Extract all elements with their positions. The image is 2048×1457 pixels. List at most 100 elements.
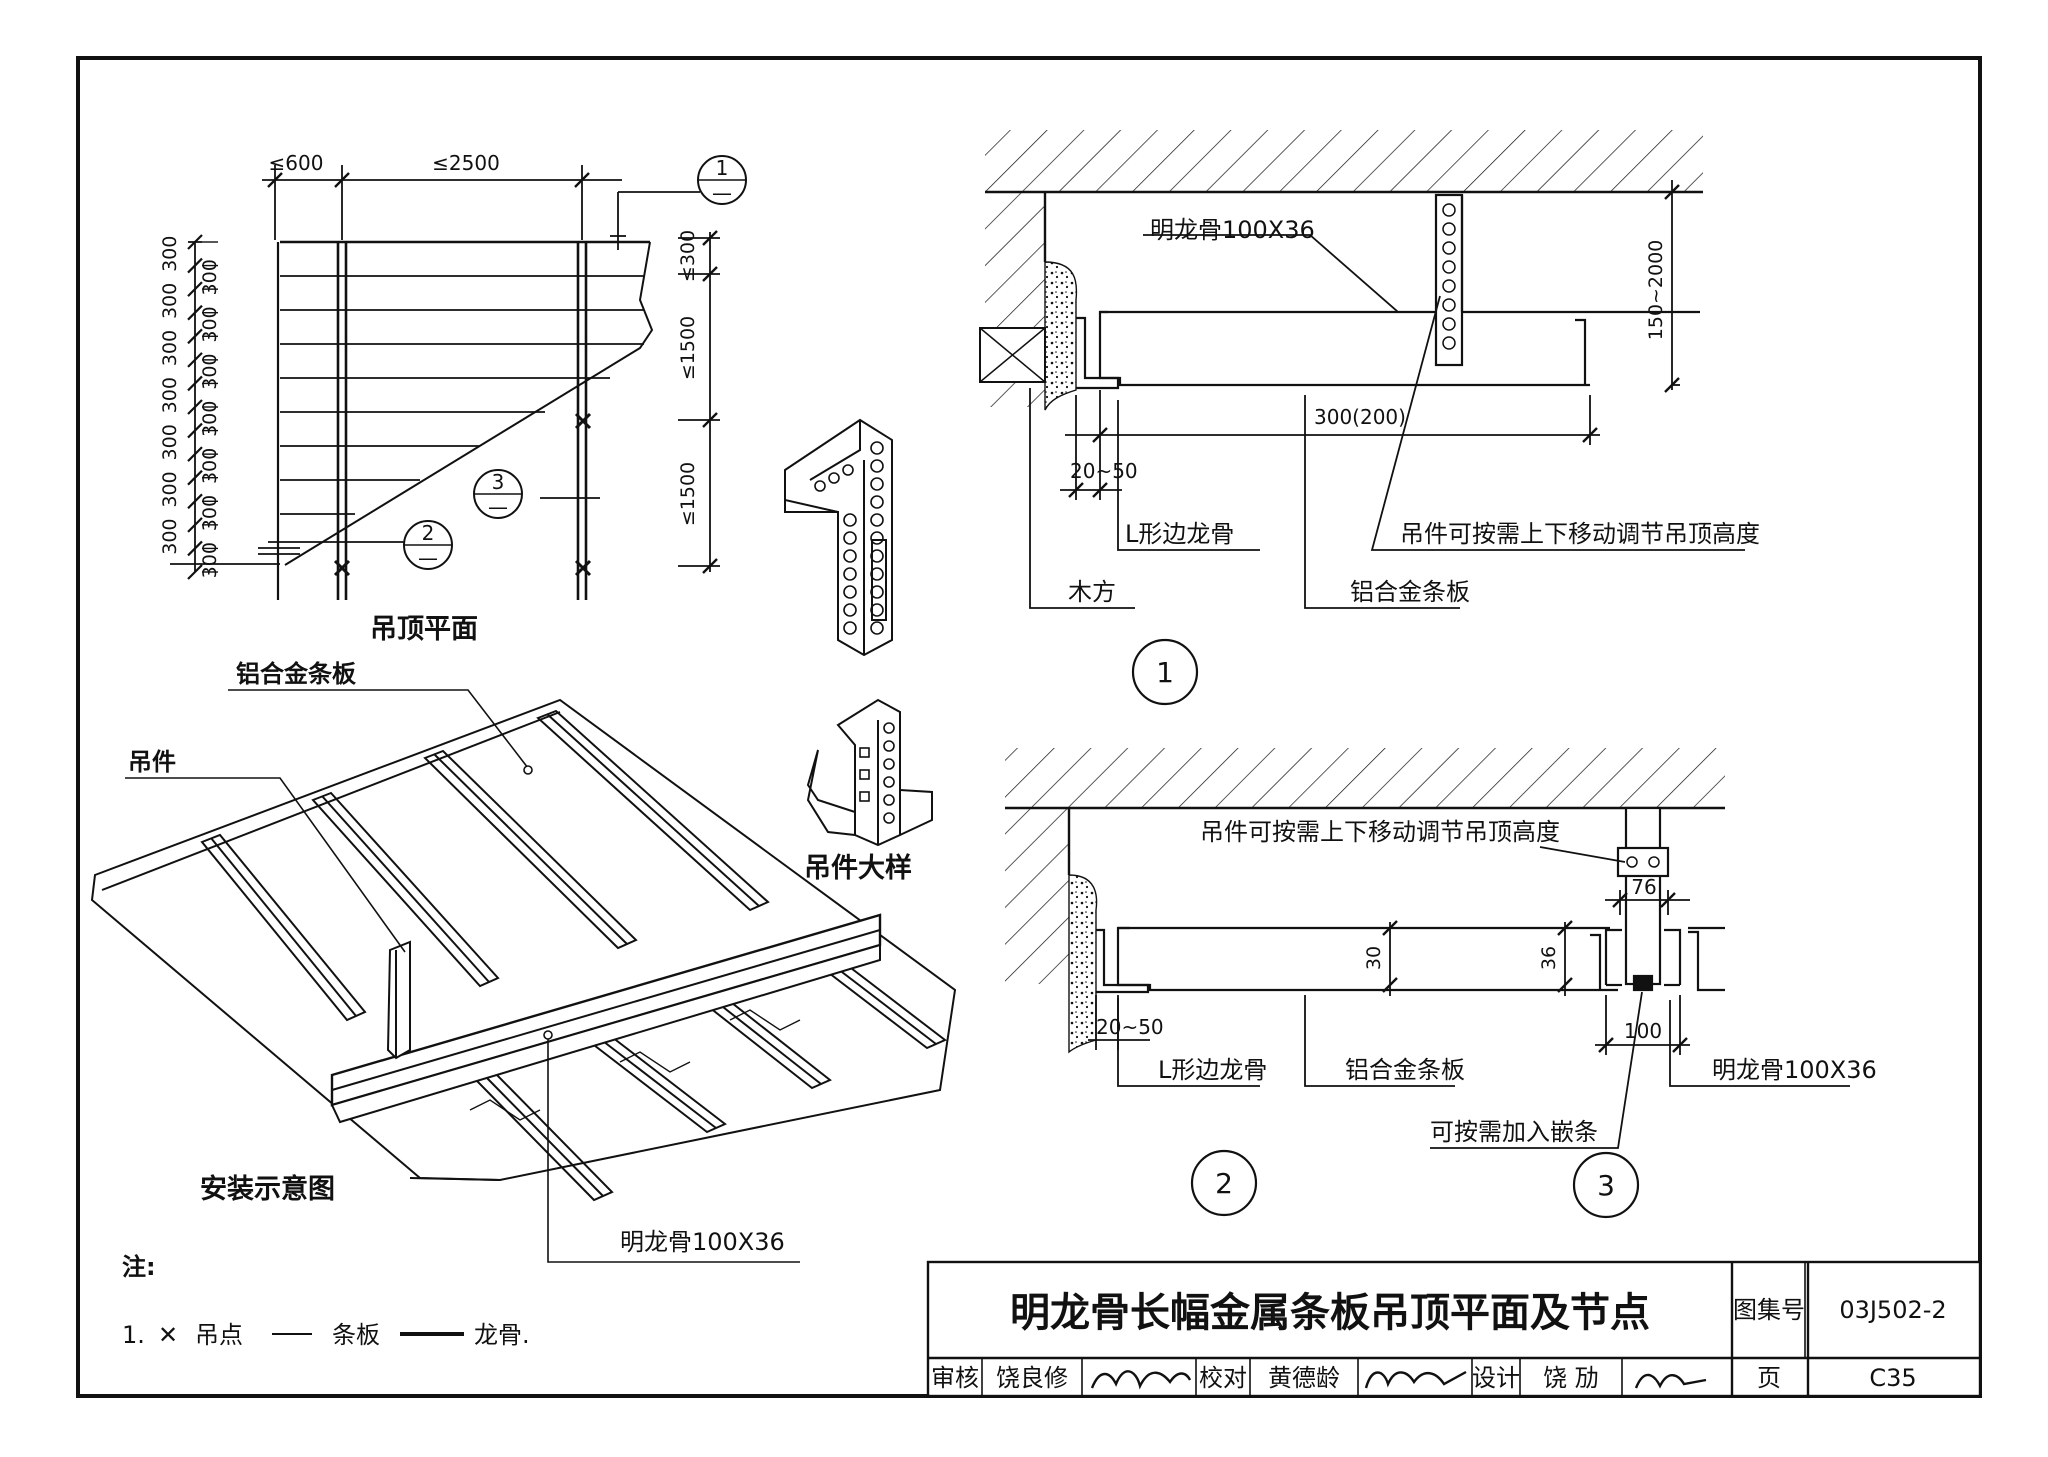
detail-2-dim-30: 30 [1363, 946, 1385, 970]
plan-left-tick [187, 422, 203, 439]
hanger-hole [843, 585, 857, 599]
plan-callout-2-sub: — [418, 546, 438, 570]
plan-caption: 吊顶平面 [370, 614, 478, 645]
plan-left-dimension-label: 300 [199, 542, 221, 578]
plan-left-tick [187, 234, 203, 250]
detail-3-number-circle: 3 [1572, 1151, 1640, 1219]
install-label-keel: 明龙骨100X36 [620, 1228, 785, 1256]
check-label: 校对 [1199, 1364, 1247, 1392]
plan-left-tick [187, 540, 203, 557]
plan-left-tick [187, 446, 203, 462]
detail-1-hole [1442, 222, 1456, 236]
plan-dim-600: ≤600 [269, 151, 324, 175]
hanger-hole [814, 480, 826, 492]
plan-left-dimension-label: 300 [199, 401, 221, 437]
plan-left-dimension-ticks [187, 234, 218, 580]
detail-1-number: 1 [1156, 656, 1174, 689]
ceiling-plan [170, 165, 720, 600]
hanger-slot [859, 769, 870, 780]
designer-signature [1634, 1373, 1707, 1389]
plan-callout-1-sub: — [712, 181, 732, 205]
hanger-point-marks [333, 412, 592, 577]
drawing-title: 明龙骨长幅金属条板吊顶平面及节点 [1010, 1290, 1650, 1336]
plan-left-tick [187, 328, 203, 345]
detail-1-hole [1442, 241, 1456, 255]
hanger-holes [814, 441, 895, 824]
plan-left-dimension-label: 300 [199, 306, 221, 342]
checker-name: 黄德龄 [1268, 1364, 1340, 1392]
plan-callout-1: 1 — [697, 155, 747, 205]
plan-left-tick [187, 399, 203, 415]
hanger-hole [870, 441, 884, 455]
detail-2-hanger-holes [1626, 856, 1660, 868]
hanger-hole [870, 549, 884, 563]
hanger-hole [883, 758, 895, 770]
notes-cross-mark: ✕ [158, 1321, 178, 1349]
reviewer-signature [1090, 1370, 1192, 1390]
detail-1-hanger-holes [1442, 203, 1456, 350]
plan-left-tick [187, 281, 203, 297]
plan-left-dimension-labels: 3003003003003003003003003003003003003003… [159, 236, 221, 579]
hanger-hole [843, 567, 857, 581]
plan-left-dimension-label: 300 [159, 283, 181, 319]
plan-left-tick [187, 469, 203, 486]
hanger-hole [843, 621, 857, 635]
detail-1-label-lkeel: L形边龙骨 [1125, 520, 1234, 548]
hanger-slot [859, 747, 870, 758]
detail-1-hole [1442, 317, 1456, 331]
plan-dim-1500-upper: ≤1500 [677, 316, 699, 380]
plan-left-tick [187, 352, 203, 368]
detail-1-hole [1442, 298, 1456, 312]
hanger-hole [843, 531, 857, 545]
plan-callout-2-number: 2 [422, 521, 435, 545]
detail-2-section [1005, 748, 1850, 1149]
detail-2-dim-76: 76 [1631, 875, 1656, 899]
hanger-hole [883, 812, 895, 824]
plan-left-dimension-label: 300 [199, 495, 221, 531]
hanger-hole [828, 472, 840, 484]
review-label: 审核 [931, 1364, 979, 1392]
installation-isometric [90, 689, 957, 1263]
detail-2-hole [1626, 856, 1638, 868]
plan-dim-1500-lower: ≤1500 [677, 462, 699, 526]
detail-1-dim-span: 300(200) [1314, 405, 1406, 429]
plan-left-dimension-label: 300 [199, 448, 221, 484]
hanger-detail-drawing [784, 418, 933, 847]
hanger-hole [883, 794, 895, 806]
reviewer-name: 饶良修 [996, 1364, 1068, 1392]
install-caption: 安装示意图 [200, 1173, 335, 1205]
plan-left-tick [187, 564, 203, 580]
hanger-slot [859, 791, 870, 802]
hanger-hole [883, 740, 895, 752]
detail-2-dim-36: 36 [1538, 946, 1560, 970]
plan-left-dimension-label: 300 [159, 471, 181, 507]
atlas-number: 03J502-2 [1839, 1296, 1946, 1324]
hanger-hole [843, 549, 857, 563]
detail-1-label-wood: 木方 [1068, 578, 1116, 606]
detail-2-label-adjust: 吊件可按需上下移动调节吊顶高度 [1200, 818, 1560, 846]
plan-left-dimension-label: 300 [199, 354, 221, 390]
page-label: 页 [1757, 1364, 1781, 1392]
plan-left-dimension-label: 300 [159, 424, 181, 460]
detail-1-hole [1442, 279, 1456, 293]
plan-left-tick [187, 257, 203, 274]
plan-left-tick [187, 517, 203, 533]
plan-left-tick [187, 493, 203, 510]
notes-item-keel: 龙骨. [474, 1321, 530, 1349]
plan-callout-3: 3 — [473, 469, 523, 519]
hanger-hole [883, 776, 895, 788]
plan-callout-1-number: 1 [716, 156, 729, 180]
plan-panel-rows [170, 240, 650, 565]
hanger-hole [870, 531, 884, 545]
hanger-hole [870, 567, 884, 581]
hanger-hole [870, 459, 884, 473]
notes-item-panel: 条板 [332, 1321, 380, 1349]
hanger-hole [870, 585, 884, 599]
detail-1-label-keel: 明龙骨100X36 [1150, 216, 1315, 244]
detail-2-label-strip: 可按需加入嵌条 [1430, 1118, 1598, 1146]
atlas-number-label: 图集号 [1733, 1296, 1805, 1324]
detail-2-label-lkeel: L形边龙骨 [1158, 1056, 1267, 1084]
detail-2-hole [1648, 856, 1660, 868]
detail-2-number: 2 [1215, 1167, 1233, 1200]
plan-dim-300-right: ≤300 [677, 230, 699, 282]
